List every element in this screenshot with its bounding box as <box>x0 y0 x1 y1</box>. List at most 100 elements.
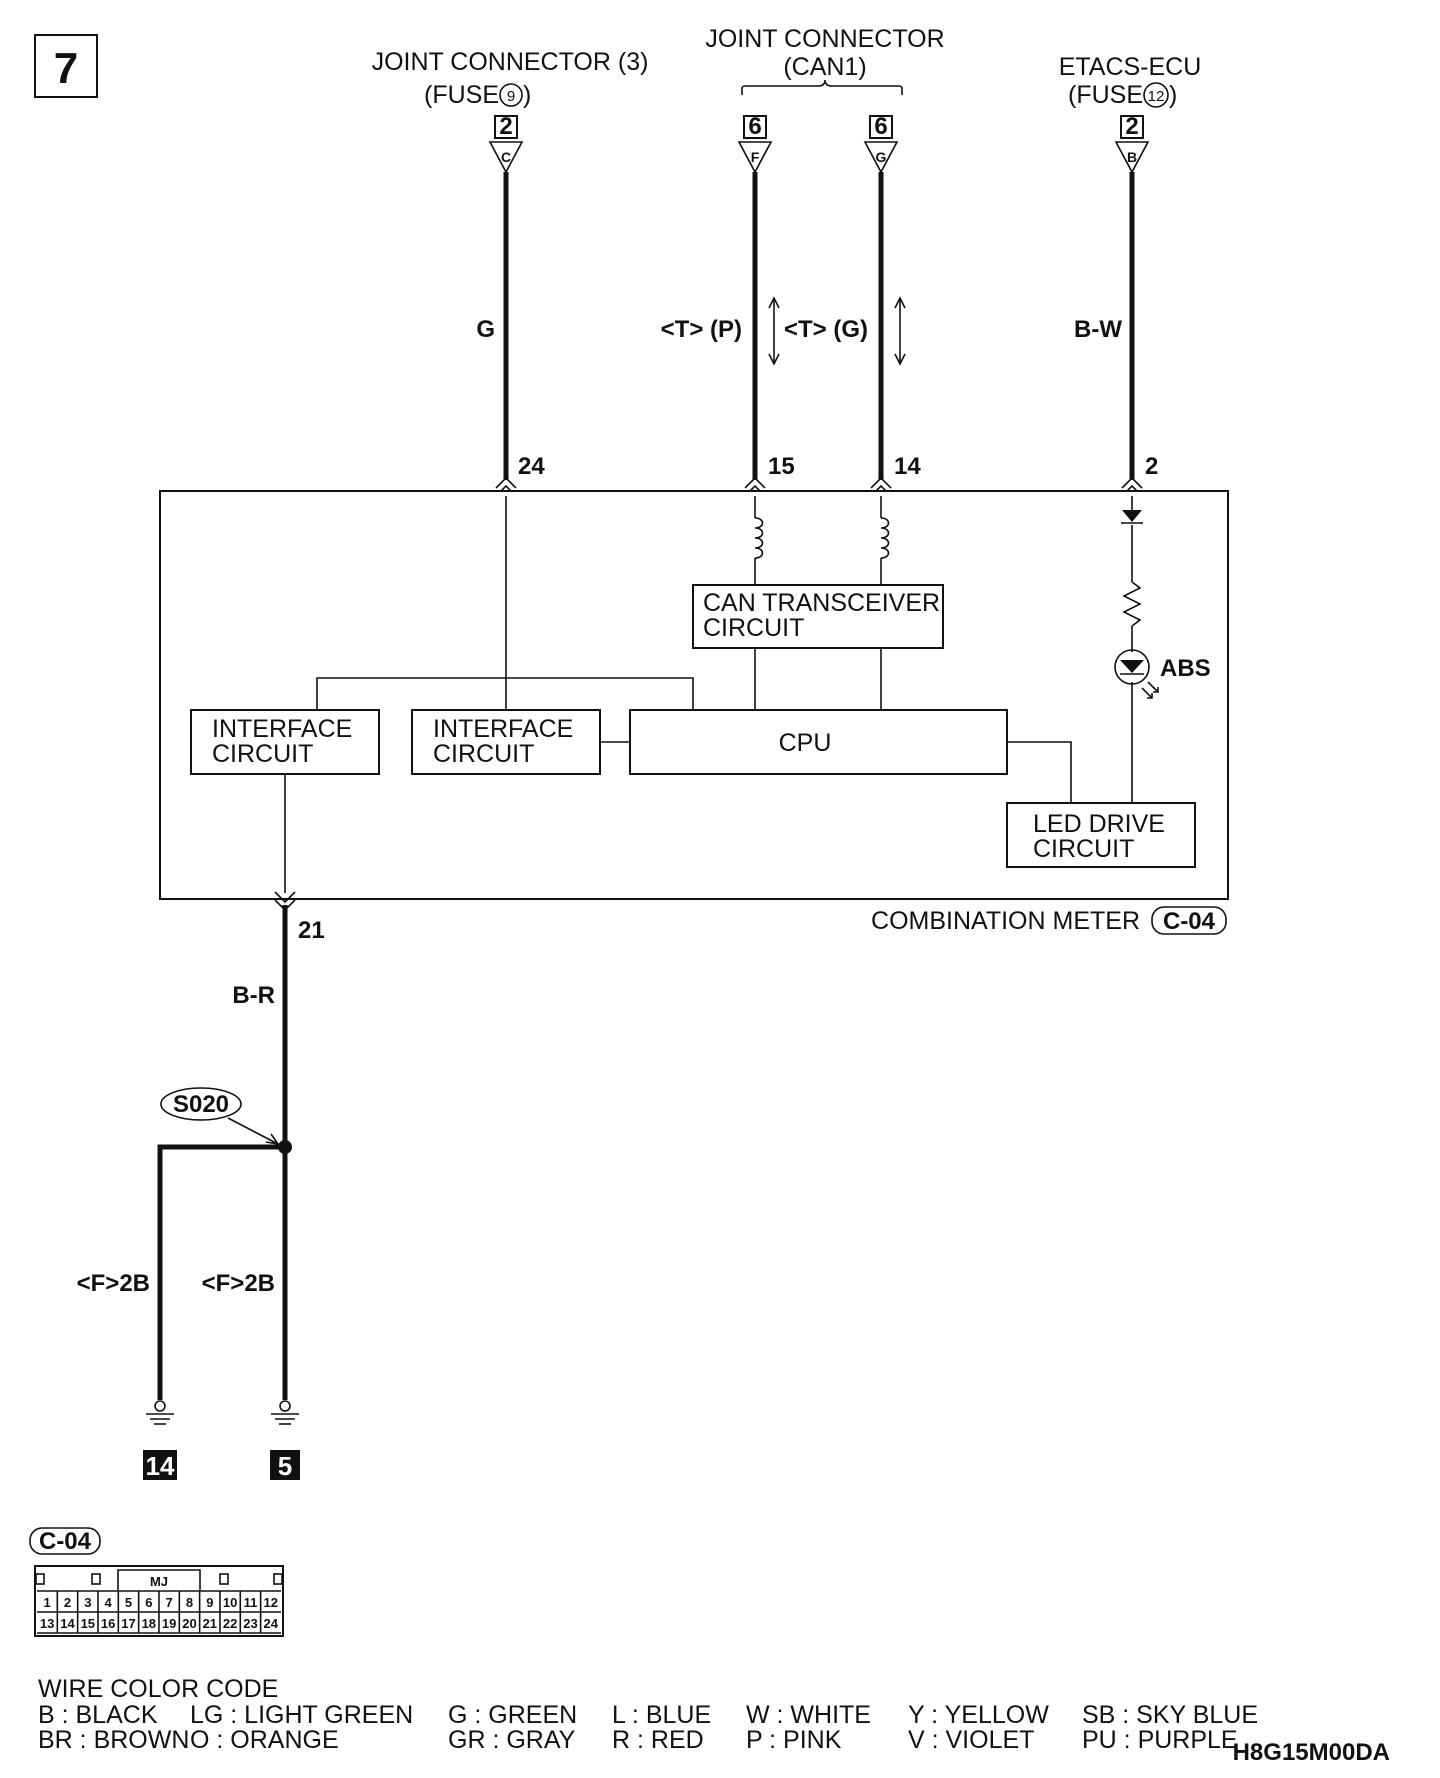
wire-color-code-entry: P : PINK <box>746 1726 842 1754</box>
can-transceiver-line2: CIRCUIT <box>703 614 804 642</box>
left-ground-icon <box>146 1400 174 1425</box>
connector-cavity: 8 <box>186 1595 193 1610</box>
can1-title: JOINT CONNECTOR <box>705 25 944 53</box>
component-name: COMBINATION METER <box>871 907 1140 935</box>
pin-15: 15 <box>768 453 795 480</box>
connector-cavity: 2 <box>64 1595 71 1610</box>
wire-color-code-entry: PU : PURPLE <box>1082 1726 1238 1754</box>
connector-cavity: 16 <box>101 1616 115 1631</box>
connector-cavity: 9 <box>206 1595 213 1610</box>
wire-2-color: B-W <box>1074 316 1122 343</box>
led-drive-line2: CIRCUIT <box>1033 835 1134 863</box>
jc3-title: JOINT CONNECTOR (3) <box>372 48 649 76</box>
wire-color-code-entry: O : ORANGE <box>190 1726 339 1754</box>
etacs-fuse-close: ) <box>1169 81 1177 109</box>
left-ground-point: 14 <box>146 1451 175 1481</box>
can-f-bidirectional-arrow <box>768 296 780 366</box>
svg-text:C: C <box>501 149 511 165</box>
svg-text:6: 6 <box>748 113 761 140</box>
connector-cavity: 13 <box>40 1616 54 1631</box>
connector-cavity: 11 <box>244 1595 258 1610</box>
connector-cavity: 17 <box>121 1616 135 1631</box>
jc3-fuse-num: 9 <box>507 88 515 105</box>
right-ground-point: 5 <box>278 1451 292 1481</box>
svg-text:2: 2 <box>499 113 512 140</box>
pin-21: 21 <box>298 917 325 944</box>
wire-color-code-entry: SB : SKY BLUE <box>1082 1701 1258 1729</box>
wire-to-left-ground <box>157 1144 285 1400</box>
etacs-fuse-circle <box>1143 82 1169 108</box>
interface-1-line2: CIRCUIT <box>212 740 313 768</box>
svg-text:G: G <box>876 149 887 165</box>
connector-cavity: 14 <box>60 1616 75 1631</box>
can-transceiver-line1: CAN TRANSCEIVER <box>703 589 940 617</box>
pin-14: 14 <box>894 453 921 480</box>
splice-pointer <box>227 1117 277 1144</box>
connector-view-code: C-04 <box>39 1528 92 1555</box>
wire-color-code-entry: LG : LIGHT GREEN <box>190 1701 413 1729</box>
etacs-title: ETACS-ECU <box>1059 53 1202 81</box>
can1-brace <box>741 79 903 95</box>
interface-2-line2: CIRCUIT <box>433 740 534 768</box>
diode-icon <box>1122 510 1142 522</box>
connector-cavity: 5 <box>125 1595 132 1610</box>
led-drive-circuit <box>1006 802 1196 868</box>
pin-2: 2 <box>1145 453 1158 480</box>
wire-color-code-entry: GR : GRAY <box>448 1726 576 1754</box>
connector-cavity: 7 <box>166 1595 173 1610</box>
component-code: C-04 <box>1163 908 1216 935</box>
wire-color-code-entry: G : GREEN <box>448 1701 577 1729</box>
connector-cavity: 3 <box>84 1595 91 1610</box>
can-transceiver-circuit <box>692 584 944 649</box>
connector-cavity: 1 <box>44 1595 51 1610</box>
connector-cavity: 19 <box>162 1616 176 1631</box>
connector-cavity: 4 <box>105 1595 113 1610</box>
connector-cavity: 6 <box>145 1595 152 1610</box>
component-code-badge <box>1151 906 1227 935</box>
splice-pointer-arrowhead <box>265 1133 280 1146</box>
cpu-label: CPU <box>779 729 832 757</box>
splice-label: S020 <box>173 1091 229 1118</box>
jc3-fuse-label: (FUSE <box>424 81 499 109</box>
wire-15-color: <T> (P) <box>661 316 742 343</box>
jc3-fuse-circle <box>499 83 523 107</box>
connector-cavity: 22 <box>223 1616 237 1631</box>
left-ground-point-badge <box>143 1450 177 1480</box>
right-ground-wire-label: <F>2B <box>202 1270 275 1297</box>
can1-f-connector: 6 F <box>737 113 773 174</box>
connector-cavity: 10 <box>223 1595 237 1610</box>
led-drive-line1: LED DRIVE <box>1033 810 1165 838</box>
wire-14-color: <T> (G) <box>784 316 868 343</box>
meter-internal-wiring <box>284 496 1142 893</box>
connector-cavity: 21 <box>203 1616 217 1631</box>
can1-sub: (CAN1) <box>783 53 866 81</box>
connector-cavity: 15 <box>81 1616 95 1631</box>
page-number-box <box>34 34 98 98</box>
interface-circuit-1 <box>190 709 380 775</box>
can-g-bidirectional-arrow <box>894 296 906 366</box>
left-ground-wire-label: <F>2B <box>77 1270 150 1297</box>
wire-color-code-title: WIRE COLOR CODE <box>38 1675 278 1703</box>
svg-text:6: 6 <box>874 113 887 140</box>
connector-cavity: 18 <box>142 1616 156 1631</box>
connector-cavity: 23 <box>243 1616 257 1631</box>
right-ground-icon <box>271 1400 299 1425</box>
wire-color-code-entry: R : RED <box>612 1726 704 1754</box>
figure-code: H8G15M00DA <box>1233 1739 1390 1766</box>
svg-text:F: F <box>751 149 760 165</box>
interface-1-line1: INTERFACE <box>212 715 352 743</box>
wire-color-code-entry: W : WHITE <box>746 1701 871 1729</box>
wire-21-color: B-R <box>232 982 275 1009</box>
wire-color-code-entry: BR : BROWN <box>38 1726 189 1754</box>
etacs-connector: 2 B <box>1114 113 1150 174</box>
cpu-block <box>629 709 1008 775</box>
connector-view-code-badge <box>29 1527 101 1555</box>
wire-color-code-entry: L : BLUE <box>612 1701 711 1729</box>
interface-2-line1: INTERFACE <box>433 715 573 743</box>
interface-circuit-2 <box>411 709 601 775</box>
wire-color-code-entry: Y : YELLOW <box>908 1701 1049 1729</box>
